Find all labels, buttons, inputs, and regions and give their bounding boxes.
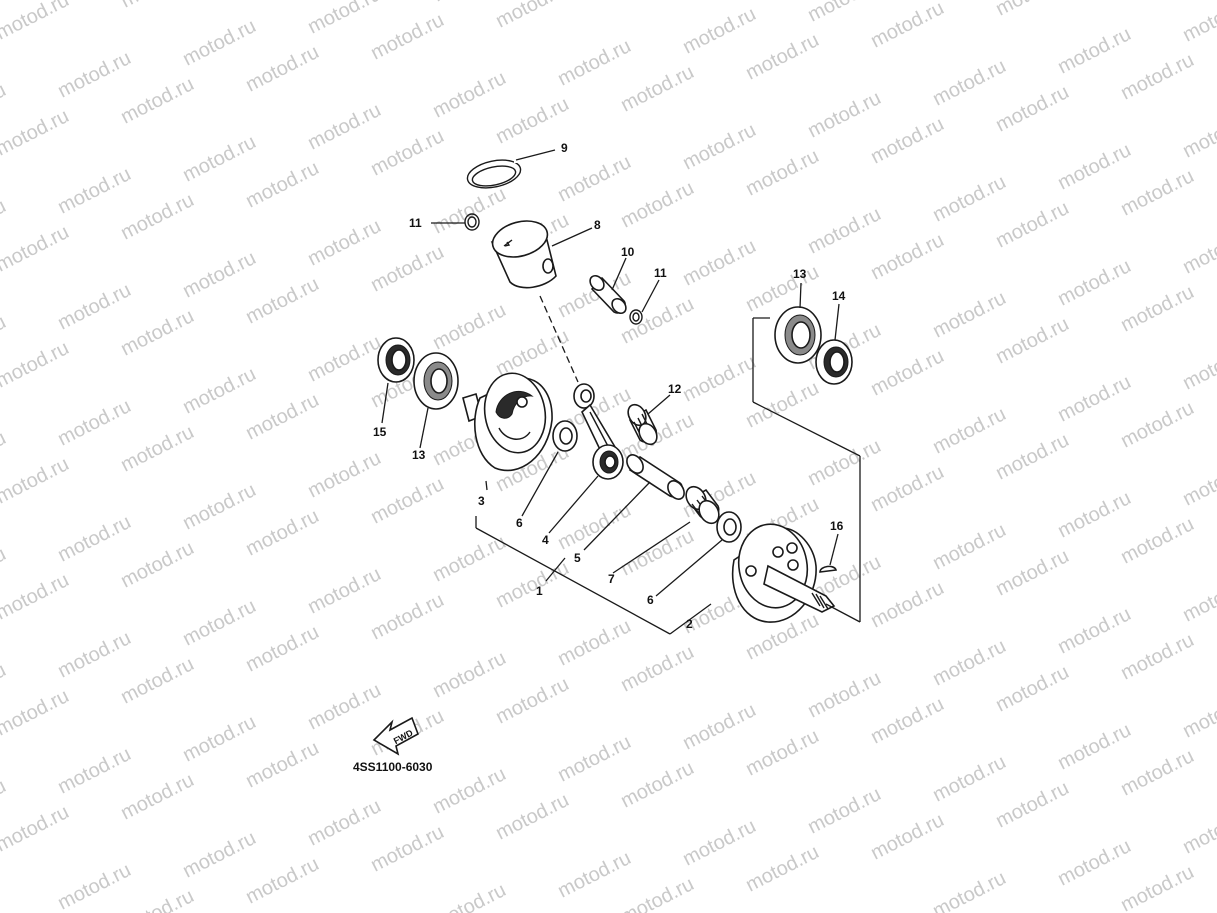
callout-14: 14: [832, 289, 846, 303]
big-end-bearing: [685, 485, 720, 525]
callout-13-right: 13: [793, 267, 807, 281]
callout-labels: 9 11 8 10 11 13 14 12 15 13 3 6 16 4 5 1…: [373, 141, 846, 631]
piston-to-rod-line: [539, 295, 579, 383]
callout-11-upper: 11: [409, 216, 422, 230]
piston: [490, 220, 557, 289]
callout-2: 2: [686, 617, 693, 631]
leader-lines: [381, 149, 861, 635]
callout-6-left: 6: [516, 516, 523, 530]
oil-seal-right: [815, 339, 853, 385]
callout-5: 5: [574, 551, 581, 565]
piston-pin: [589, 274, 627, 315]
thrust-washer-left: [552, 420, 578, 452]
piston-ring: [466, 155, 522, 189]
small-end-bearing: [627, 403, 658, 446]
callout-16: 16: [830, 519, 844, 533]
crank-pin: [626, 454, 685, 500]
diagram-code: 4SS1100-6030: [353, 760, 433, 774]
oil-seal-left: [377, 337, 415, 383]
callout-7: 7: [608, 572, 615, 586]
bearing-left: [413, 352, 459, 410]
callout-12: 12: [668, 382, 682, 396]
callout-11-right: 11: [654, 266, 667, 280]
callout-3: 3: [478, 494, 485, 508]
piston-pin-clip-upper: [464, 213, 480, 231]
crank-right: [731, 523, 836, 623]
callout-13-left: 13: [412, 448, 426, 462]
callout-10: 10: [621, 245, 635, 259]
callout-8: 8: [594, 218, 601, 232]
callout-6-right: 6: [647, 593, 654, 607]
bearing-right: [774, 306, 822, 364]
callout-4: 4: [542, 533, 549, 547]
woodruff-key: [819, 565, 838, 573]
callout-1: 1: [536, 584, 543, 598]
forward-arrow-icon: FWD: [372, 716, 419, 756]
callout-15: 15: [373, 425, 387, 439]
thrust-washer-right: [716, 511, 742, 543]
crank-left: [462, 372, 553, 472]
callout-9: 9: [561, 141, 568, 155]
connecting-rod: [573, 383, 624, 480]
piston-pin-clip-right: [629, 309, 643, 325]
